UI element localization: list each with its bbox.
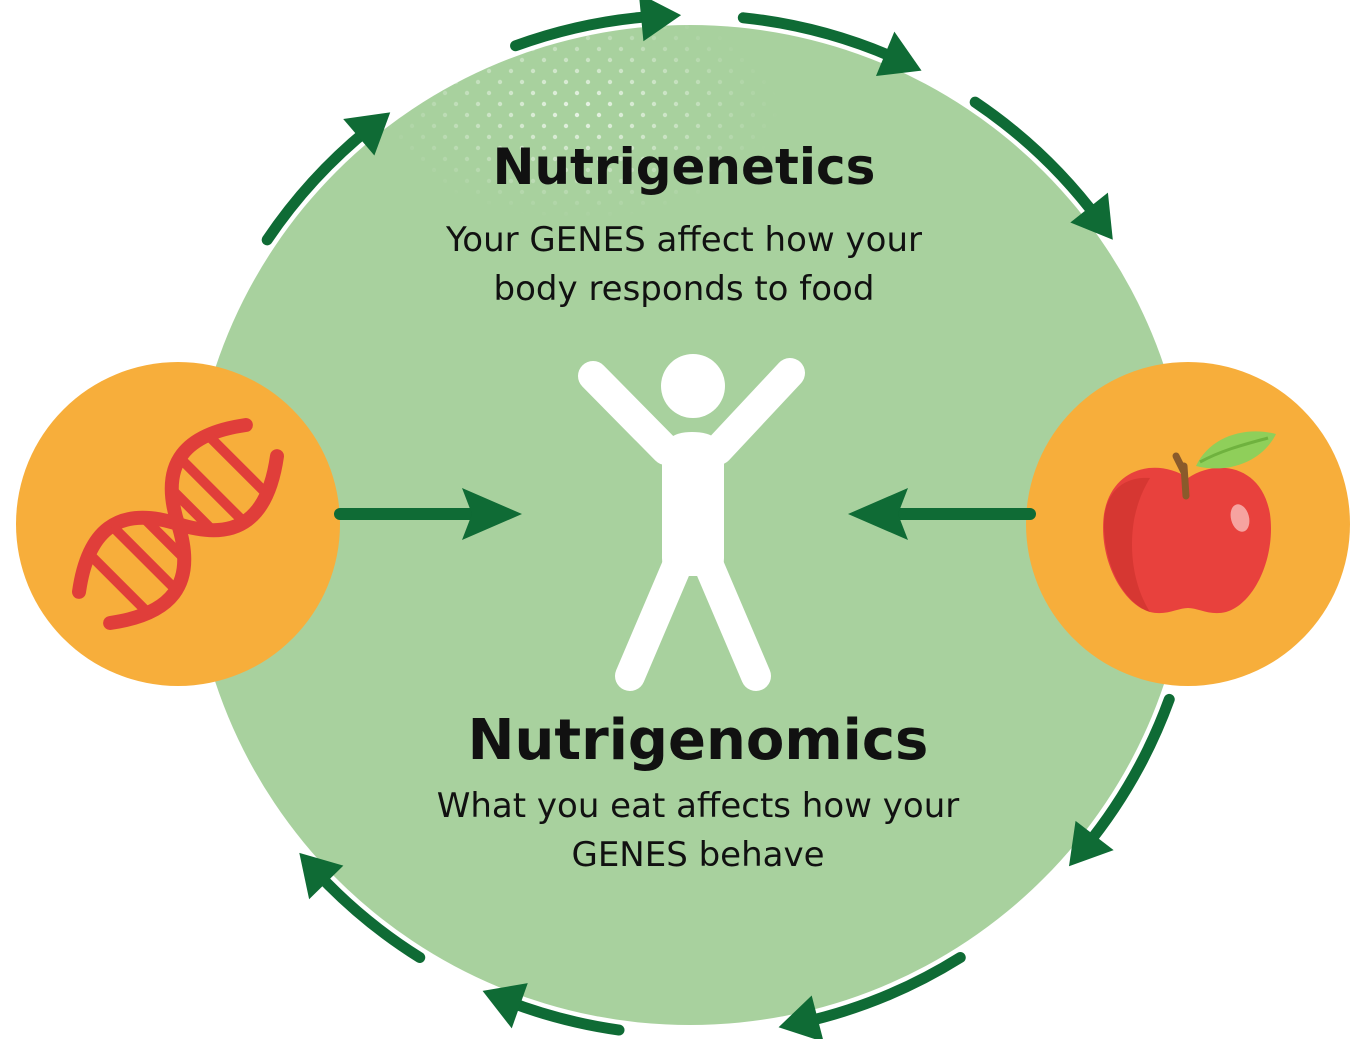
apple-icon <box>1103 431 1276 614</box>
cycle-arrow-shaft <box>796 952 966 1029</box>
dna-icon <box>72 418 284 630</box>
nutrigenetics-title: Nutrigenetics <box>492 138 876 196</box>
nutrigenomics-description: What you eat affects how your GENES beha… <box>348 782 1048 880</box>
cycle-arrow-head <box>778 995 823 1039</box>
nutrigenetics-description-line-1: Your GENES affect how your <box>446 220 922 260</box>
nutrigenetics-description-line-2: body responds to food <box>493 269 875 309</box>
nutrigenomics-description-line-2: GENES behave <box>571 835 825 875</box>
dna-badge <box>16 362 340 686</box>
nutrigenomics-title: Nutrigenomics <box>467 708 929 773</box>
person-icon <box>578 354 805 691</box>
cycle-arrow-shaft <box>1079 693 1175 854</box>
nutrigenetics-description: Your GENES affect how your body responds… <box>384 216 984 314</box>
cycle-arrow-shaft <box>969 96 1105 226</box>
cycle-arrows <box>261 0 1175 1039</box>
cycle-arrow-head <box>1069 820 1114 867</box>
cycle-arrow-head <box>343 112 391 156</box>
apple-badge <box>1026 362 1350 686</box>
cycle-arrow-head <box>875 31 922 76</box>
cycle-arrow-head <box>482 983 528 1029</box>
dot-texture <box>360 25 800 240</box>
genes-to-body-arrow <box>334 488 522 540</box>
food-to-body-arrow <box>848 488 1036 540</box>
nutrigenomics-description-line-1: What you eat affects how your <box>436 786 960 826</box>
cycle-arrow-head <box>1070 192 1113 240</box>
cycle-arrow-head <box>299 852 344 900</box>
cycle-arrow-head <box>639 0 682 42</box>
